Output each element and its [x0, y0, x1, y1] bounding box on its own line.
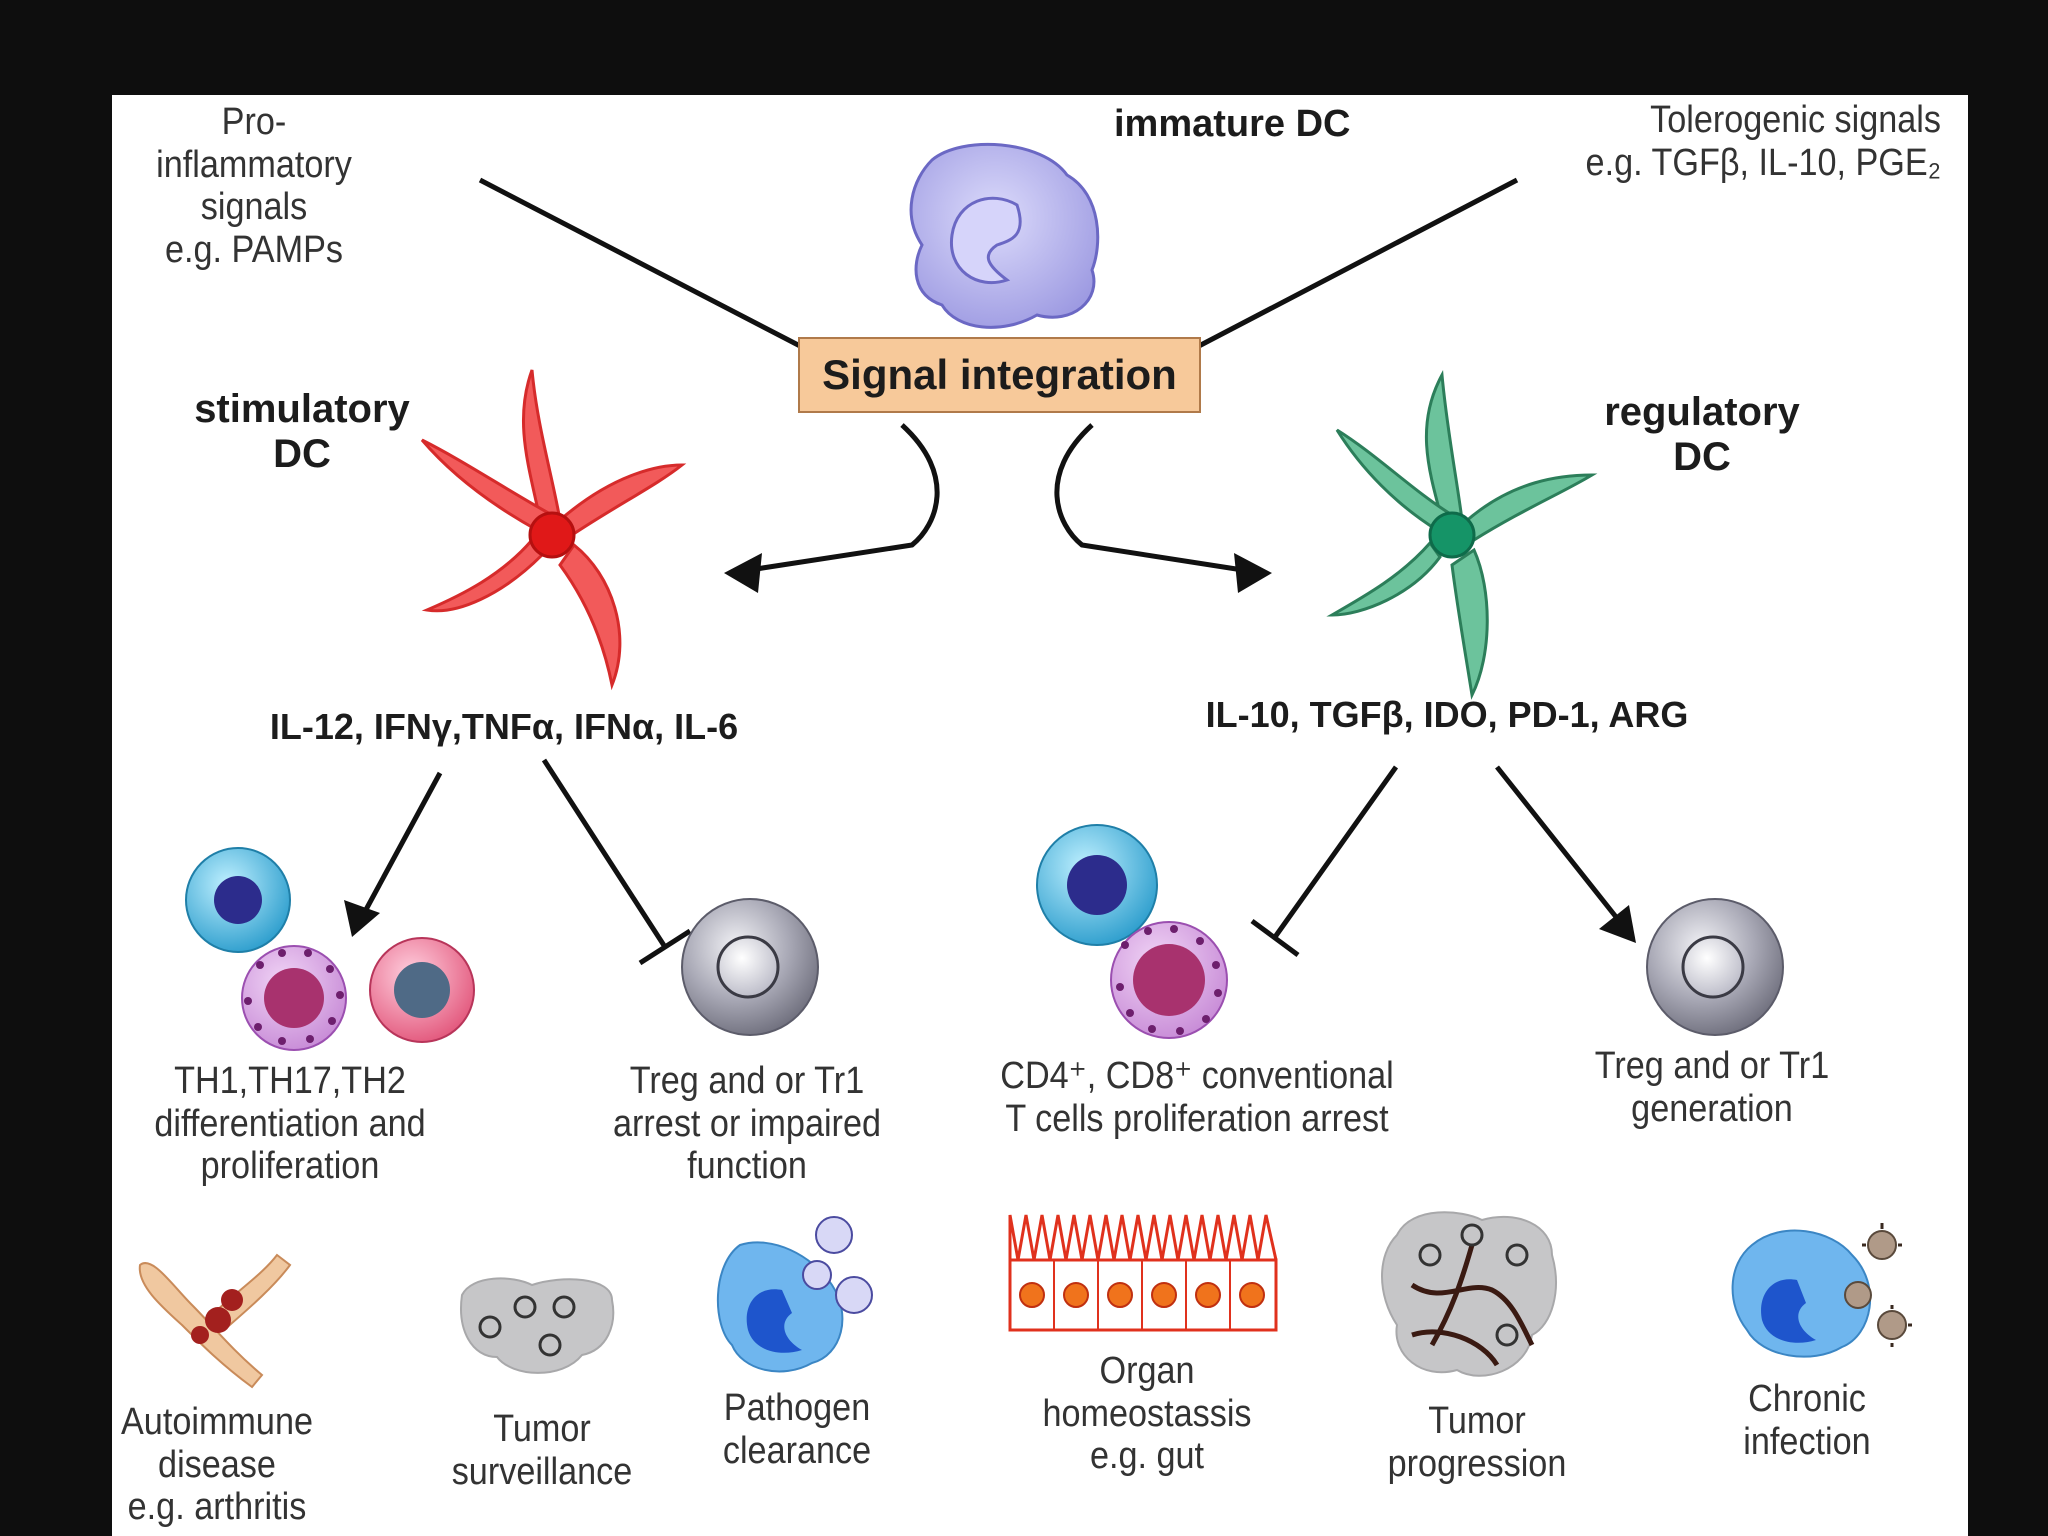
- pro-inflammatory-line: [478, 177, 804, 350]
- regulatory-cytokines: IL-10, TGFβ, IDO, PD-1, ARG: [1205, 694, 1689, 735]
- immature-dc-icon: [909, 142, 1100, 329]
- tolerogenic-label: Tolerogenic signals e.g. TGFβ, IL-10, PG…: [1585, 99, 1941, 184]
- th-differentiation-label: TH1,TH17,TH2 differentiation and prolife…: [154, 1060, 426, 1188]
- tolerogenic-line: [1195, 177, 1519, 350]
- stimulatory-cytokines: IL-12, IFNγ,TNFα, IFNα, IL-6: [269, 706, 739, 747]
- signal-integration-box: Signal integration: [798, 337, 1201, 413]
- phagocyte-icon: [716, 1216, 873, 1373]
- diagram-graphics: [138, 142, 1912, 1389]
- stimulatory-dc-icon: [420, 369, 687, 691]
- treg-generation-cell-icon: [1646, 898, 1784, 1036]
- treg-arrest-label: Treg and or Tr1 arrest or impaired funct…: [612, 1060, 881, 1188]
- diagram-panel: Pro-inflammatory signals e.g. PAMPs imma…: [112, 95, 1968, 1536]
- treg-cell-icon: [681, 898, 819, 1036]
- tumor-cells-icon: [460, 1277, 615, 1374]
- bottom-label-pathogen-clearance: Pathogen clearance: [722, 1387, 872, 1472]
- cd4-cd8-cells-icon: [1036, 824, 1228, 1039]
- bottom-label-autoimmune: Autoimmune disease e.g. arthritis: [120, 1401, 313, 1529]
- joint-icon: [138, 1253, 292, 1389]
- immature-dc-label: immature DC: [1114, 103, 1351, 145]
- bottom-label-tumor-progression: Tumor progression: [1387, 1400, 1567, 1485]
- treg-generation-label: Treg and or Tr1 generation: [1594, 1045, 1830, 1130]
- bottom-label-chronic-infection: Chronic infection: [1743, 1378, 1871, 1463]
- stimulatory-dc-title: stimulatory DC: [194, 387, 410, 476]
- bottom-label-organ-homeostasis: Organ homeostassis e.g. gut: [1042, 1350, 1252, 1478]
- cd4-cd8-arrest-label: CD4⁺, CD8⁺ conventional T cells prolifer…: [1000, 1055, 1394, 1140]
- regulatory-dc-icon: [1326, 369, 1598, 700]
- tumor-vessels-icon: [1381, 1211, 1557, 1377]
- gut-epithelium-icon: [1008, 1214, 1278, 1332]
- th-cells-icon: [185, 847, 475, 1051]
- virus-infected-cell-icon: [1731, 1223, 1912, 1358]
- regulatory-dc-title: regulatory DC: [1604, 390, 1800, 479]
- pro-inflammatory-label: Pro-inflammatory signals e.g. PAMPs: [156, 101, 352, 271]
- bottom-label-tumor-surveillance: Tumor surveillance: [451, 1408, 633, 1493]
